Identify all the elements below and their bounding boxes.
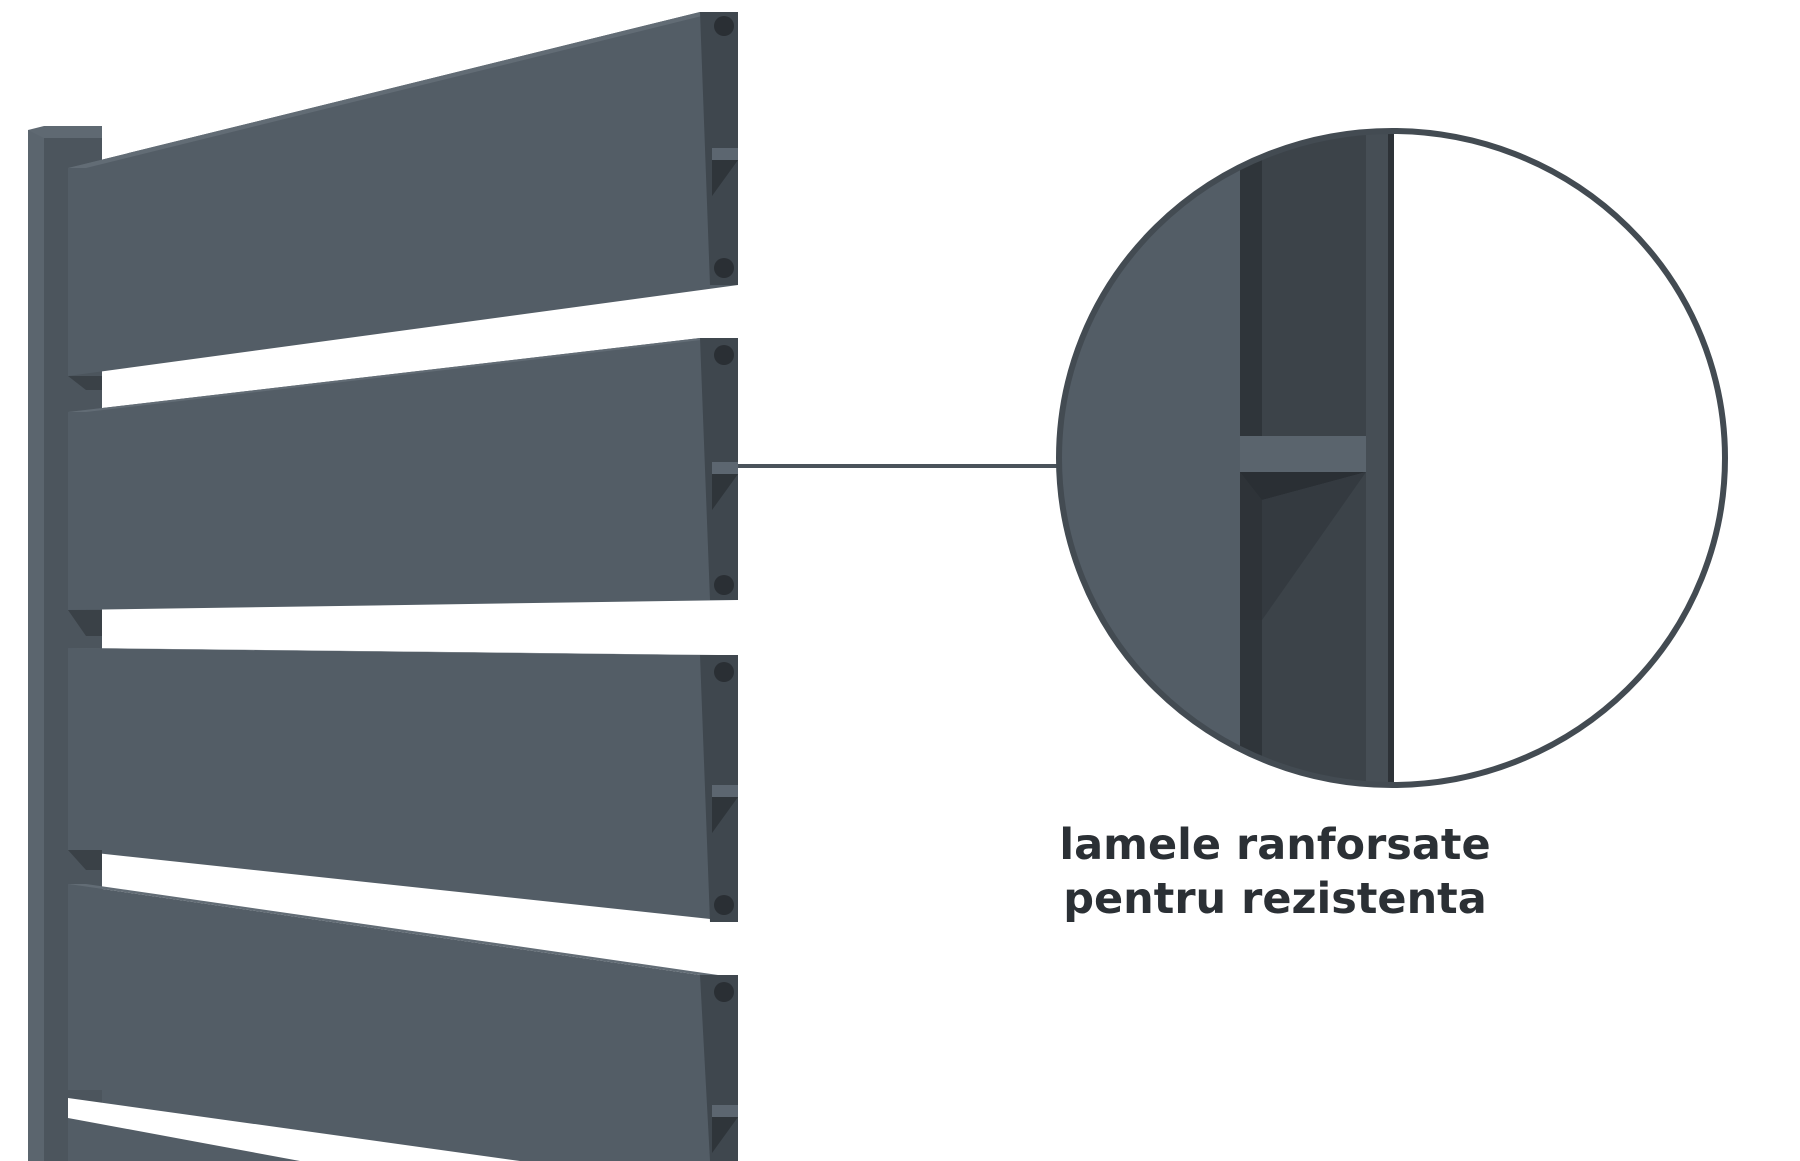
magnifier-detail [1056,128,1728,788]
fence-slat [68,884,738,1161]
fence-slat [68,338,738,636]
caption-line-1: lamele ranforsate [1059,820,1491,870]
fence-slat [68,12,738,390]
fence-slat [68,648,738,922]
caption-line-2: pentru rezistenta [1063,874,1487,924]
caption: lamele ranforsate pentru rezistenta [1050,818,1500,926]
